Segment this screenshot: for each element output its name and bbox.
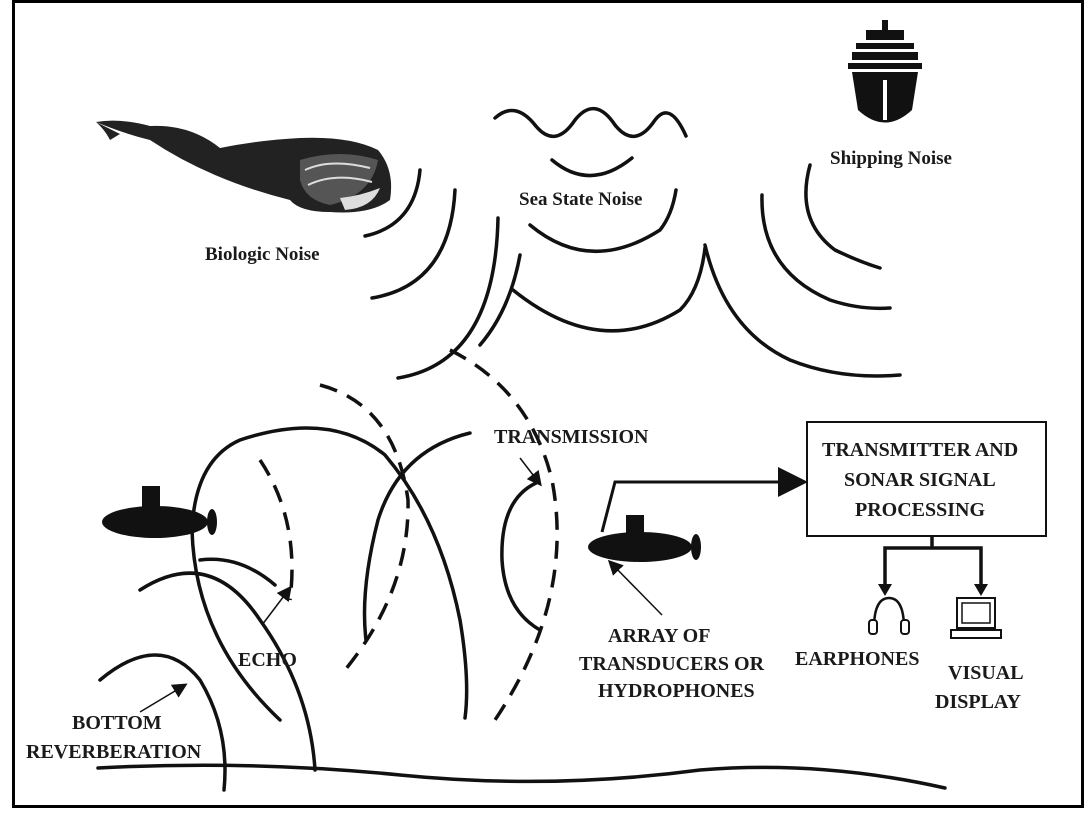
processor-line-3: PROCESSING [855, 499, 985, 521]
bottom-reverb-label-1: BOTTOM [72, 712, 162, 734]
shipping-noise-label: Shipping Noise [830, 148, 952, 169]
transmission-leader [520, 458, 540, 484]
transmission-label: TRANSMISSION [494, 426, 649, 448]
sea-surface-wave [495, 109, 686, 137]
sea-wave-3 [513, 248, 705, 331]
reverb-arc-3 [200, 559, 275, 585]
biologic-wave-3 [398, 218, 498, 378]
reverb-leader [140, 685, 185, 712]
array-leader [610, 562, 662, 615]
echo-label: ECHO [238, 649, 297, 671]
whale-icon [96, 121, 391, 213]
visual-label-1: VISUAL [948, 662, 1024, 684]
bottom-reverb-label-2: REVERBERATION [26, 741, 202, 763]
transmission-arc-small [502, 483, 540, 630]
array-label-3: HYDROPHONES [598, 680, 755, 702]
ship-wave-1 [806, 165, 880, 268]
processor-line-1: TRANSMITTER AND [822, 439, 1018, 461]
submarine-icon [102, 486, 217, 538]
biologic-noise-label: Biologic Noise [205, 244, 320, 265]
biologic-wave-2 [372, 190, 455, 298]
output-branch [885, 536, 981, 588]
array-label-1: ARRAY OF [608, 625, 710, 647]
earphones-label: EARPHONES [795, 648, 919, 670]
headphones-icon [869, 598, 909, 634]
computer-icon [951, 598, 1001, 638]
sea-wave-1 [552, 158, 632, 176]
visual-label-2: DISPLAY [935, 691, 1022, 713]
processor-line-2: SONAR SIGNAL [844, 469, 996, 491]
ship-icon [848, 20, 922, 123]
array-label-2: TRANSDUCERS OR [579, 653, 765, 675]
transmission-arc-mid [365, 433, 471, 640]
echo-leader [262, 588, 290, 625]
transmission-arc-large [192, 428, 467, 720]
sea-state-noise-label: Sea State Noise [519, 189, 642, 210]
ship-wave-2 [762, 195, 890, 308]
